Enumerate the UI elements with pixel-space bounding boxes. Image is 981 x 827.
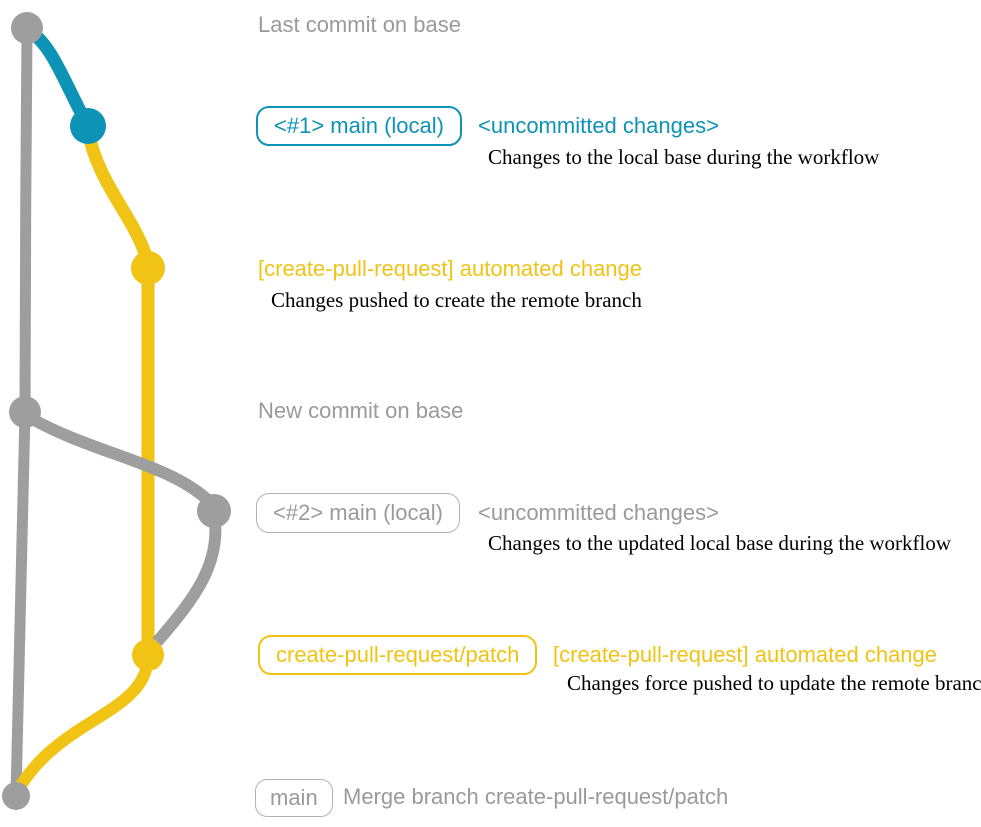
automated-change-desc-2: Changes force pushed to update the remot… <box>567 671 981 695</box>
commit-node-local-2 <box>197 494 231 528</box>
commit-node-local-1 <box>70 108 106 144</box>
commit-node-patch-1 <box>131 251 165 285</box>
uncommitted-changes-label-2: <uncommitted changes> <box>478 500 719 525</box>
edge-local2-to-patch2-commit <box>152 519 222 646</box>
commit-node-patch-2 <box>132 639 164 671</box>
commit-node-last-base <box>11 12 43 44</box>
merge-commit-label: Merge branch create-pull-request/patch <box>343 784 729 809</box>
edge-patch-to-merge-commit <box>11 657 154 795</box>
commit-node-new-base <box>9 396 41 428</box>
edge-newbase-to-local2-commit <box>23 410 215 507</box>
branch-badge-main-local-2: <#2> main (local) <box>256 493 460 533</box>
commit-node-merge <box>2 782 30 810</box>
branch-badge-main-merge: main <box>255 779 333 817</box>
edge-base-to-local-commit <box>24 24 93 128</box>
branch-badge-patch: create-pull-request/patch <box>258 635 538 675</box>
branch-badge-main-local-1: <#1> main (local) <box>256 106 462 146</box>
uncommitted-changes-desc-1: Changes to the local base during the wor… <box>488 145 880 169</box>
edge-local-to-patch-commit <box>81 128 153 259</box>
automated-change-label-2: [create-pull-request] automated change <box>553 642 938 667</box>
new-commit-label: New commit on base <box>258 398 464 423</box>
uncommitted-changes-desc-2: Changes to the updated local base during… <box>488 531 952 555</box>
uncommitted-changes-label-1: <uncommitted changes> <box>478 113 719 138</box>
automated-change-desc-1: Changes pushed to create the remote bran… <box>271 288 642 312</box>
automated-change-label-1: [create-pull-request] automated change <box>258 256 643 281</box>
last-commit-label: Last commit on base <box>258 12 461 37</box>
